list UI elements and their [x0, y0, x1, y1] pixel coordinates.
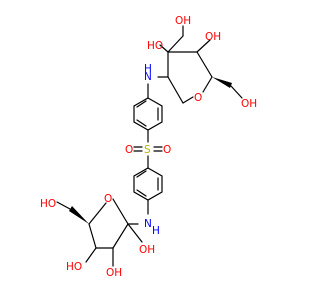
ring-o-bottom-label: O [104, 193, 112, 205]
oh-top-ch2-label: OH [241, 98, 257, 110]
ring-o-top-label: O [194, 92, 202, 104]
upper-benzene-ring [133, 97, 163, 131]
nh-top-n-label: N [144, 71, 152, 83]
top-sugar-ring [167, 51, 213, 104]
bottom-sugar-substituents [56, 201, 143, 267]
sulfonyl-o-left-label: O [125, 144, 133, 156]
lower-benzene-ring [133, 167, 163, 201]
molecule-diagram: HO OH OH O OH N H S O O N H [40, 15, 257, 279]
oh-bottom-3-label: OH [106, 267, 122, 279]
oh-top-1-label: HO [147, 40, 163, 52]
oh-bottom-ch2-label: HO [40, 198, 56, 210]
nh-bottom-h-label: H [152, 225, 160, 237]
molecule-structure: HO OH OH O OH N H S O O N H [40, 15, 257, 279]
oh-top-2-label: OH [175, 15, 191, 27]
bottom-sugar-ring [88, 198, 129, 249]
sulfonyl-s-label: S [144, 144, 151, 156]
oh-bottom-1-label: OH [139, 244, 155, 256]
nh-bottom-n-label: N [144, 218, 152, 230]
oh-bottom-2-label: HO [66, 261, 82, 273]
top-sugar-substituents [157, 25, 243, 99]
nh-top-h-label: H [144, 63, 152, 75]
sulfonyl-o-right-label: O [163, 144, 171, 156]
oh-top-3-label: OH [205, 31, 221, 43]
